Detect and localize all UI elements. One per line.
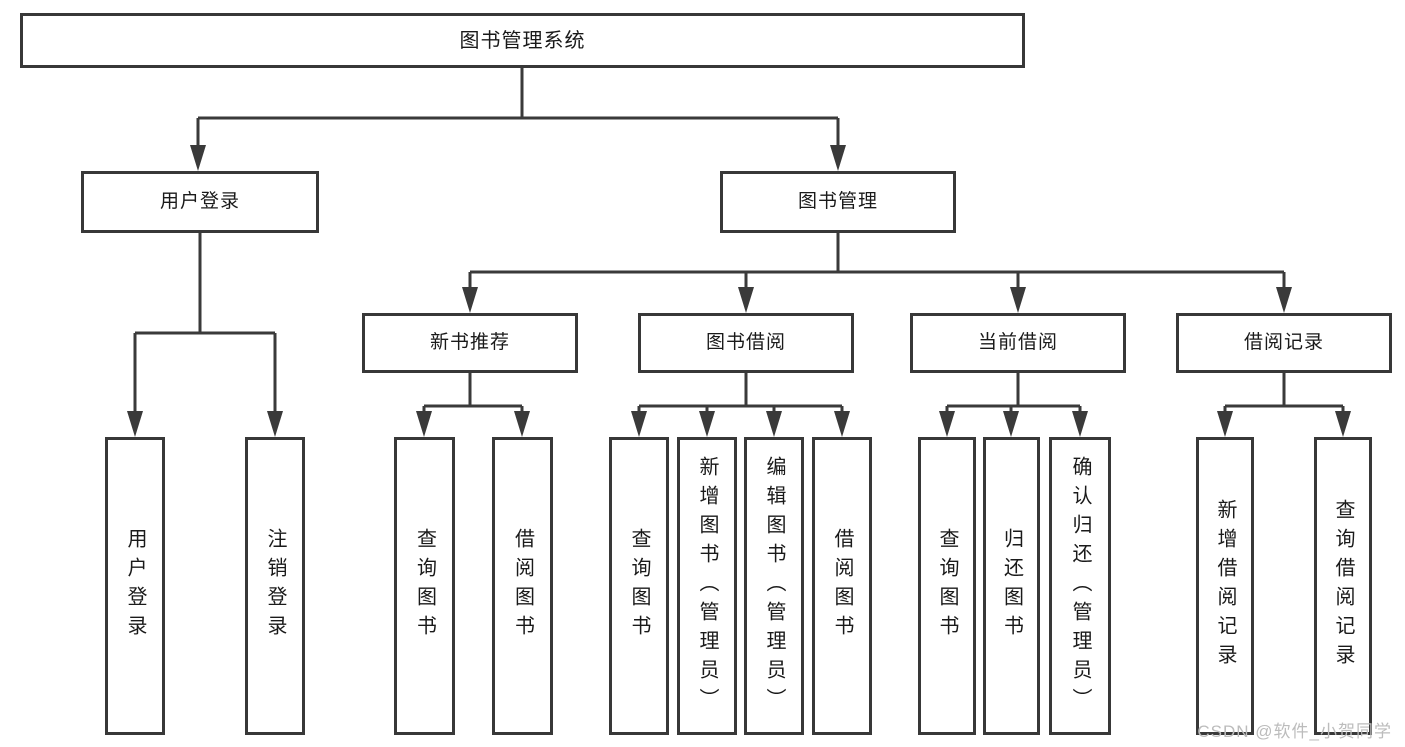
leaf-add-books-admin: 新增图书（管理员） [677,437,737,735]
node-root-library-management-system: 图书管理系统 [20,13,1025,68]
leaf-return-books: 归还图书 [983,437,1040,735]
leaf-query-books-current: 查询图书 [918,437,976,735]
connector-borrow-record-to-leaves [1223,373,1345,417]
node-book-management: 图书管理 [720,171,956,233]
leaf-add-borrow-record: 新增借阅记录 [1196,437,1254,735]
connector-user-login-to-leaves [133,233,277,415]
node-current-borrow: 当前借阅 [910,313,1126,373]
leaf-user-login: 用户登录 [105,437,165,735]
leaf-logout-login: 注销登录 [245,437,305,735]
node-user-login: 用户登录 [81,171,319,233]
node-borrow-record: 借阅记录 [1176,313,1392,373]
leaf-edit-books-admin: 编辑图书（管理员） [744,437,804,735]
leaf-borrow-books-recommend: 借阅图书 [492,437,553,735]
connector-book-borrow-to-leaves [637,373,844,417]
node-new-book-recommend: 新书推荐 [362,313,578,373]
connector-new-book-to-leaves [422,373,524,417]
leaf-query-books-recommend: 查询图书 [394,437,455,735]
node-book-borrow: 图书借阅 [638,313,854,373]
leaf-query-borrow-record: 查询借阅记录 [1314,437,1372,735]
connector-root-to-level2 [196,68,840,150]
csdn-watermark: CSDN @软件_小贺同学 [1197,722,1392,741]
leaf-query-books-borrow: 查询图书 [609,437,669,735]
connector-book-management-to-level3 [468,233,1286,292]
connector-current-borrow-to-leaves [945,373,1082,417]
leaf-borrow-books: 借阅图书 [812,437,872,735]
leaf-confirm-return-admin: 确认归还（管理员） [1049,437,1111,735]
